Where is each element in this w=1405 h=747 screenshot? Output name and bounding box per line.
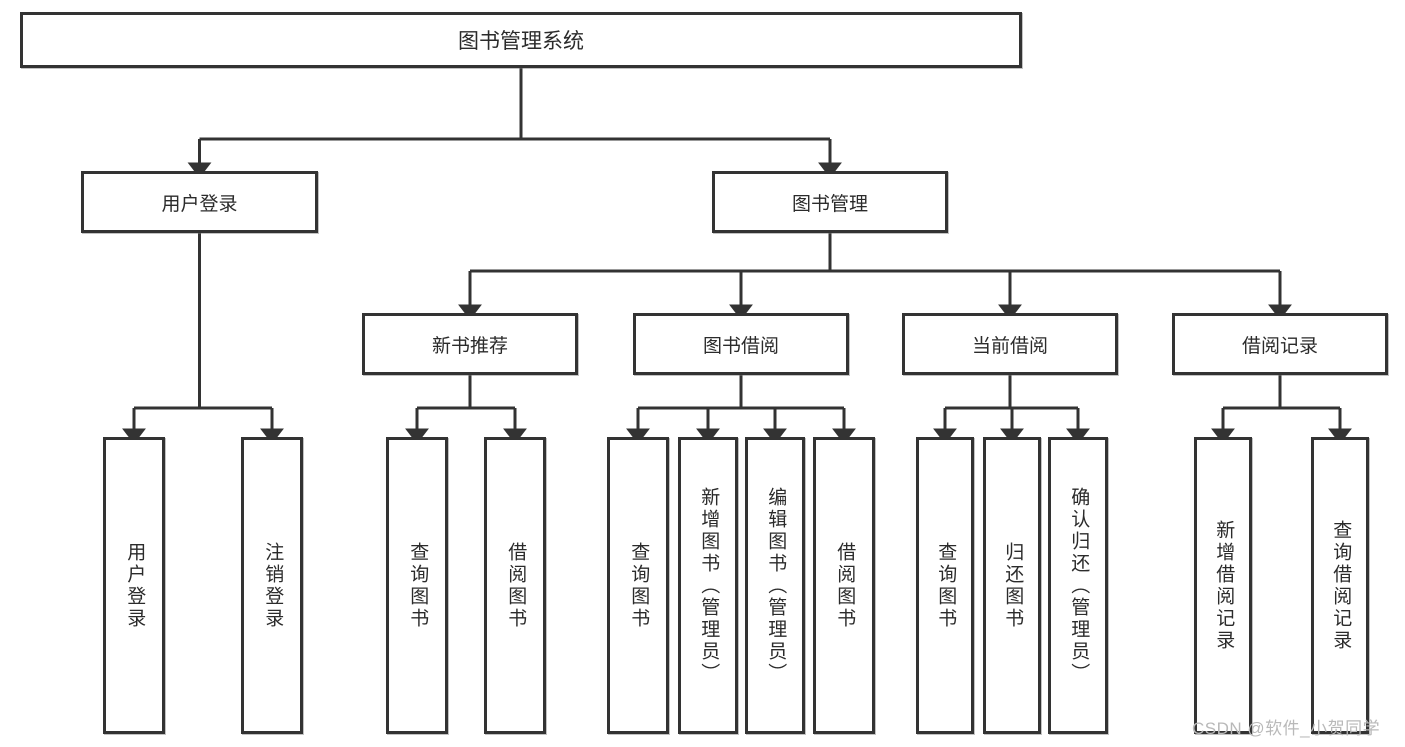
node-leaf-query-record[interactable]: 查询借阅记录 <box>1311 437 1369 734</box>
node-leaf-query-record-label: 查询借阅记录 <box>1330 519 1352 652</box>
node-leaf-user-login[interactable]: 用户登录 <box>103 437 165 734</box>
csdn-watermark: CSDN @软件_小贺同学 <box>1192 719 1381 738</box>
node-leaf-borrow-book-1[interactable]: 借阅图书 <box>484 437 546 734</box>
node-user-login[interactable]: 用户登录 <box>81 171 318 233</box>
node-leaf-query-book-3-label: 查询图书 <box>935 541 957 630</box>
node-current-borrow-label: 当前借阅 <box>971 335 1048 357</box>
node-borrow-record[interactable]: 借阅记录 <box>1172 313 1388 375</box>
node-root-label: 图书管理系统 <box>458 30 584 53</box>
node-leaf-user-login-label: 用户登录 <box>124 541 146 630</box>
node-leaf-add-record[interactable]: 新增借阅记录 <box>1194 437 1252 734</box>
node-leaf-edit-book-label: 编辑图书（管理员） <box>765 486 787 685</box>
node-leaf-borrow-book-2[interactable]: 借阅图书 <box>813 437 875 734</box>
node-leaf-confirm-return-label: 确认归还（管理员） <box>1068 486 1090 685</box>
node-leaf-query-book-2[interactable]: 查询图书 <box>607 437 669 734</box>
node-borrow-record-label: 借阅记录 <box>1241 335 1318 357</box>
node-book-borrow-label: 图书借阅 <box>702 335 779 357</box>
node-book-manage-label: 图书管理 <box>791 193 868 215</box>
node-leaf-borrow-book-2-label: 借阅图书 <box>834 541 856 630</box>
node-new-book-recommend-label: 新书推荐 <box>431 335 508 357</box>
node-new-book-recommend[interactable]: 新书推荐 <box>362 313 578 375</box>
node-leaf-query-book-1[interactable]: 查询图书 <box>386 437 448 734</box>
node-leaf-edit-book[interactable]: 编辑图书（管理员） <box>745 437 805 734</box>
node-root[interactable]: 图书管理系统 <box>20 12 1022 68</box>
node-leaf-confirm-return[interactable]: 确认归还（管理员） <box>1048 437 1108 734</box>
node-leaf-query-book-2-label: 查询图书 <box>628 541 650 630</box>
node-leaf-return-book[interactable]: 归还图书 <box>983 437 1041 734</box>
node-user-login-label: 用户登录 <box>161 193 238 215</box>
node-leaf-borrow-book-1-label: 借阅图书 <box>505 541 527 630</box>
node-leaf-add-book[interactable]: 新增图书（管理员） <box>678 437 738 734</box>
node-leaf-return-book-label: 归还图书 <box>1002 541 1024 630</box>
node-book-manage[interactable]: 图书管理 <box>712 171 948 233</box>
node-leaf-query-book-3[interactable]: 查询图书 <box>916 437 974 734</box>
node-book-borrow[interactable]: 图书借阅 <box>633 313 849 375</box>
node-leaf-add-record-label: 新增借阅记录 <box>1213 519 1235 652</box>
node-leaf-user-logout[interactable]: 注销登录 <box>241 437 303 734</box>
node-leaf-query-book-1-label: 查询图书 <box>407 541 429 630</box>
node-leaf-user-logout-label: 注销登录 <box>262 541 284 630</box>
node-leaf-add-book-label: 新增图书（管理员） <box>698 486 720 685</box>
node-current-borrow[interactable]: 当前借阅 <box>902 313 1118 375</box>
